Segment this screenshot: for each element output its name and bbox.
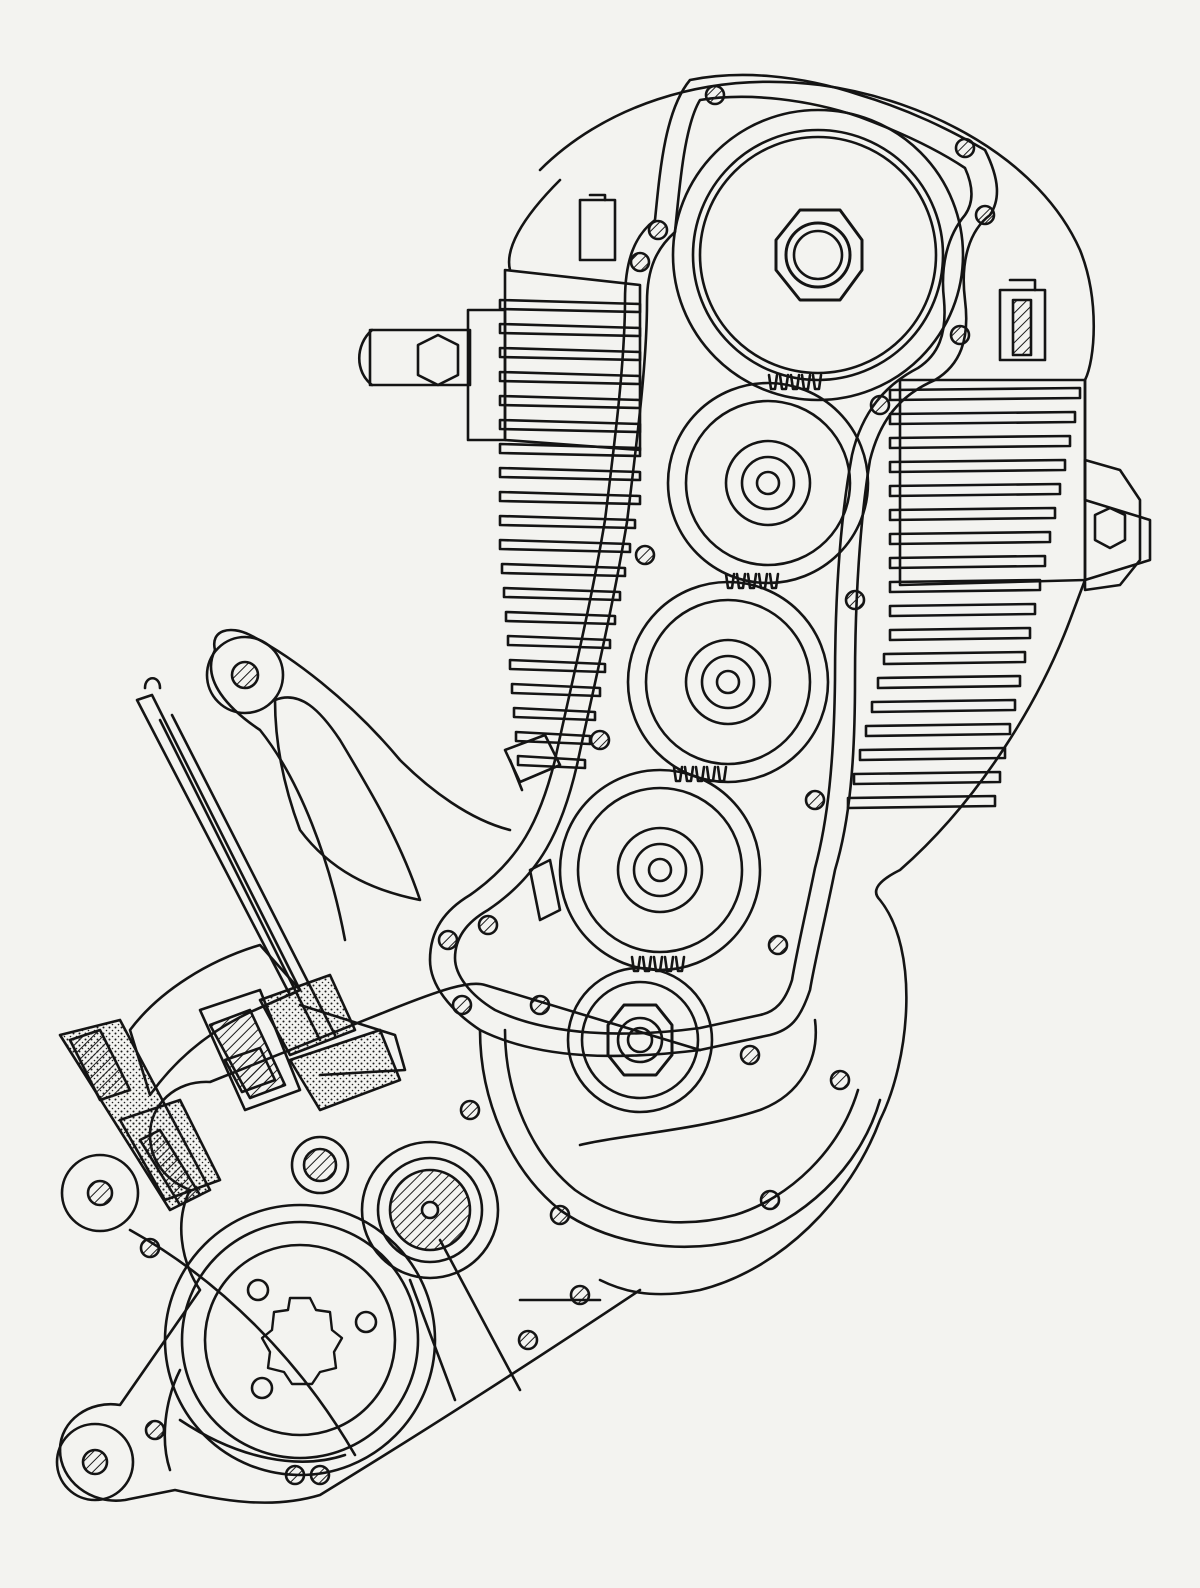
cooling-fin	[888, 554, 1047, 570]
gear-tooth	[767, 373, 779, 391]
gear-tooth	[630, 955, 642, 973]
cooling-fin	[888, 578, 1042, 594]
cooling-fin	[888, 530, 1052, 546]
cooling-fin	[498, 538, 632, 554]
cooling-fin	[870, 698, 1017, 714]
breather-fitting	[503, 733, 562, 922]
left-cylinder-head	[358, 193, 642, 452]
layshaft-gear	[360, 1140, 500, 1280]
bolt-hole	[974, 204, 996, 226]
cooling-fin	[506, 634, 612, 650]
bolt-hole	[767, 934, 789, 956]
gear-tooth	[811, 373, 823, 391]
bolt-hole	[829, 1069, 851, 1091]
bolt-hole	[804, 789, 826, 811]
cooling-fin	[888, 458, 1067, 474]
cooling-fin	[888, 386, 1082, 402]
cooling-fin	[888, 626, 1032, 642]
output-sprocket	[163, 1203, 437, 1477]
cooling-fin	[504, 610, 617, 626]
gear-tooth	[672, 765, 684, 783]
cooling-fin	[500, 562, 627, 578]
flywheel-cover	[478, 1018, 882, 1249]
gear-tooth	[705, 765, 717, 783]
bolt-hole	[144, 1419, 166, 1441]
cooling-fin	[852, 770, 1002, 786]
right-cylinder-head	[898, 278, 1142, 592]
gear-tooth	[746, 572, 758, 590]
cooling-fin	[864, 722, 1012, 738]
cooling-fin	[876, 674, 1022, 690]
gear-tooth	[716, 765, 728, 783]
gear-tooth	[768, 572, 780, 590]
cooling-fin	[888, 410, 1077, 426]
gear-tooth	[641, 955, 653, 973]
gear-tooth	[663, 955, 675, 973]
gear-tooth	[694, 765, 706, 783]
cooling-fin	[882, 650, 1027, 666]
clutch-assembly-section	[58, 943, 407, 1212]
upper-idler-gear	[666, 381, 870, 585]
cooling-fin	[508, 658, 607, 674]
bolt-hole	[954, 137, 976, 159]
bolt-hole	[569, 1284, 591, 1306]
bolt-hole	[437, 929, 459, 951]
bolt-hole	[869, 394, 891, 416]
bolt-hole	[704, 84, 726, 106]
cooling-fin	[888, 482, 1062, 498]
cooling-fin	[502, 586, 622, 602]
cooling-fin	[498, 466, 642, 482]
cooling-fin	[858, 746, 1007, 762]
gear-tooth	[683, 765, 695, 783]
engine-mount-plate	[205, 628, 512, 942]
bolt-hole	[647, 219, 669, 241]
bolt-hole	[739, 1044, 761, 1066]
left-cylinder-fins	[498, 298, 642, 770]
bolt-hole	[949, 324, 971, 346]
crank-pinion	[566, 966, 714, 1114]
gear-tooth	[674, 955, 686, 973]
cooling-fin	[516, 754, 587, 770]
cooling-fin	[498, 490, 642, 506]
gear-tooth	[735, 572, 747, 590]
cooling-fin	[888, 434, 1072, 450]
selector-pinion	[290, 1135, 350, 1195]
gear-tooth	[800, 373, 812, 391]
cooling-fin	[498, 514, 637, 530]
cooling-fin	[514, 730, 592, 746]
cooling-fin	[888, 602, 1037, 618]
bolt-hole	[451, 994, 473, 1016]
cooling-fin	[888, 506, 1057, 522]
cooling-fin	[512, 706, 597, 722]
gear-tooth	[778, 373, 790, 391]
bolt-hole	[517, 1329, 539, 1351]
gear-tooth	[652, 955, 664, 973]
bolt-hole	[634, 544, 656, 566]
gear-tooth	[724, 572, 736, 590]
gear-tooth	[757, 572, 769, 590]
top-cam-gear	[671, 108, 965, 402]
right-cylinder-fins	[846, 386, 1082, 810]
bolt-hole	[629, 251, 651, 273]
gear-mesh-teeth	[630, 373, 823, 973]
gear-tooth	[789, 373, 801, 391]
bolt-hole	[844, 589, 866, 611]
bolt-hole	[589, 729, 611, 751]
bolt-hole	[477, 914, 499, 936]
bolt-hole	[459, 1099, 481, 1121]
cover-bolt-holes	[139, 84, 996, 1486]
